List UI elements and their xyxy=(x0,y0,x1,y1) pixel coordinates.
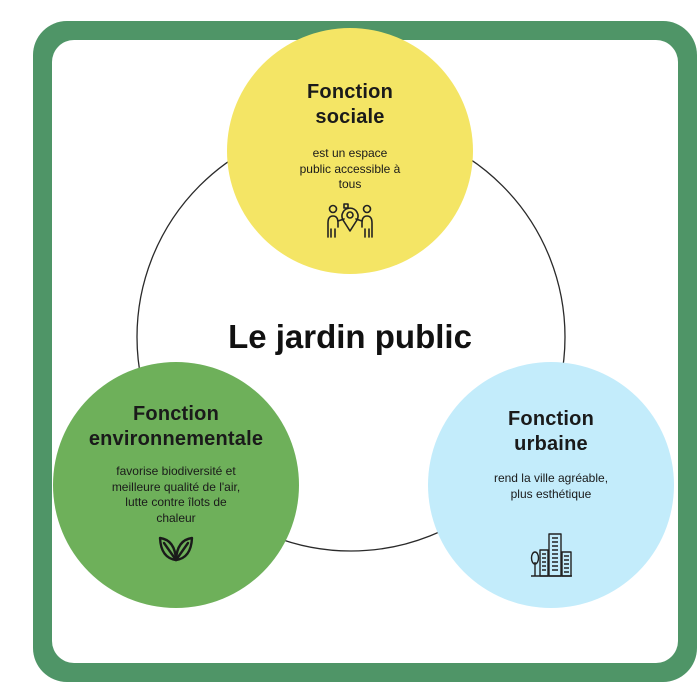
node-title: Fonction sociale xyxy=(306,81,394,128)
node-description: favorise biodiversité et meilleure quali… xyxy=(111,464,241,525)
city-buildings-icon xyxy=(530,533,572,577)
center-label: Le jardin public xyxy=(228,318,472,355)
node-description: est un espace public accessible à tous xyxy=(299,146,401,191)
node-title: Fonction urbaine xyxy=(507,408,595,455)
node-fonction-environnementale: Fonction environnementale favorise biodi… xyxy=(53,362,299,608)
node-title: Fonction environnementale xyxy=(88,403,264,450)
people-location-pin-icon xyxy=(327,202,373,238)
node-description: rend la ville agréable, plus esthétique xyxy=(493,471,609,501)
node-fonction-sociale: Fonction sociale est un espace public ac… xyxy=(227,28,473,274)
leaves-icon xyxy=(158,536,194,562)
node-fonction-urbaine: Fonction urbaine rend la ville agréable,… xyxy=(428,362,674,608)
